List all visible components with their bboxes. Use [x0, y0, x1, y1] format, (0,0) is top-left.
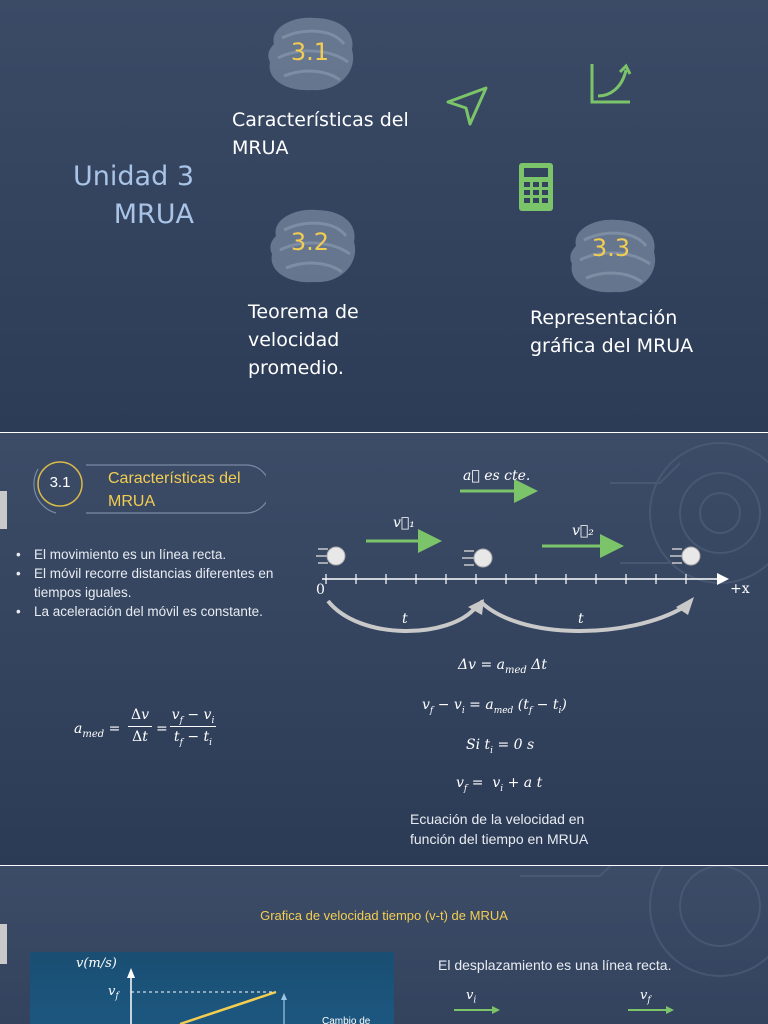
unit-title-line2: MRUA	[113, 199, 194, 230]
equation-caption: Ecuación de la velocidad en función del …	[410, 809, 588, 849]
caption-line2: función del tiempo en MRUA	[410, 831, 589, 847]
velocity-arrows	[454, 1006, 674, 1014]
vt-graph	[127, 968, 287, 1024]
initial-time-equation: Si ti = 0 s	[466, 737, 535, 756]
vt-graph-panel: v(m/s) vf Cambio de	[30, 952, 394, 1024]
vi-arrow-label: vi	[466, 988, 477, 1006]
section-title-line2: MRUA	[108, 493, 156, 510]
item-3-2-line1: Teorema de	[248, 301, 359, 323]
item-3-2-line2: velocidad	[248, 329, 340, 351]
delta-v-equation: Δv = amed Δt	[458, 657, 547, 676]
vf-arrow-label: vf	[640, 988, 651, 1006]
displacement-text: El desplazamiento es una línea recta.	[438, 957, 672, 973]
section-badge-number: 3.1	[49, 474, 71, 491]
ball-3	[670, 546, 701, 566]
final-velocity-equation: vf = vi + a t	[456, 775, 543, 794]
characteristics-slide: 3.1 Características del MRUA El movimien…	[0, 433, 768, 865]
ball-2	[462, 548, 493, 568]
change-label: Cambio de	[322, 1016, 371, 1024]
vf-axis-label: vf	[108, 984, 119, 1002]
number-blob-3-2	[270, 209, 356, 283]
axis-ticks	[325, 574, 687, 584]
item-number-3-1: 3.1	[290, 38, 330, 66]
item-3-3-line1: Representación	[530, 307, 678, 329]
item-3-3-line2: gráfica del MRUA	[530, 335, 694, 357]
growth-chart-icon	[590, 63, 632, 104]
item-text-3-3[interactable]: Representación gráfica del MRUA	[530, 304, 693, 360]
title-badge-outline	[33, 461, 266, 514]
bullet-item: La aceleración del móvil es constante.	[16, 602, 306, 621]
calculator-icon	[519, 163, 553, 211]
graph-slide-title: Grafica de velocidad tiempo (v-t) de MRU…	[260, 908, 508, 923]
unit-title: Unidad 3 MRUA	[40, 158, 194, 234]
number-blob-3-1	[268, 17, 354, 91]
bullet-item: El móvil recorre distancias diferentes e…	[16, 564, 306, 602]
velocity-difference-equation: vf − vi = amed (tf − ti)	[422, 697, 567, 716]
time-label-2: t	[578, 611, 584, 627]
item-3-2-line3: promedio.	[248, 357, 344, 379]
number-blob-3-3	[570, 219, 656, 293]
left-accent-bar	[0, 491, 7, 529]
time-arc-2	[478, 599, 686, 633]
send-arrow-icon	[446, 86, 488, 126]
bullet-item: El movimiento es un línea recta.	[16, 545, 306, 564]
time-arc-1	[326, 599, 478, 633]
motion-diagram	[316, 479, 729, 633]
acceleration-label: a⃗ es cte.	[463, 468, 531, 484]
item-number-3-3: 3.3	[591, 234, 631, 262]
characteristics-list: El movimiento es un línea recta. El móvi…	[16, 545, 306, 621]
section-title-line1: Características del	[108, 470, 241, 487]
y-axis-label: v(m/s)	[76, 956, 117, 971]
axis-direction-label: +x	[730, 581, 750, 597]
item-3-1-line1: Características del	[232, 109, 409, 131]
time-label-1: t	[402, 611, 408, 627]
origin-label: 0	[316, 582, 325, 598]
item-text-3-1[interactable]: Características del MRUA	[232, 106, 409, 162]
item-text-3-2[interactable]: Teorema de velocidad promedio.	[248, 298, 359, 382]
item-3-1-line2: MRUA	[232, 137, 289, 159]
agenda-slide: Unidad 3 MRUA 3.1 Características del MR…	[0, 0, 768, 432]
caption-line1: Ecuación de la velocidad en	[410, 811, 585, 827]
v1-label: v⃗₁	[393, 515, 415, 531]
left-accent-bar	[0, 924, 7, 964]
vt-graph-slide: Grafica de velocidad tiempo (v-t) de MRU…	[0, 866, 768, 1024]
velocity-line	[179, 990, 277, 1024]
section-title: Características del MRUA	[108, 467, 241, 513]
decorative-circles	[520, 866, 768, 977]
ball-1	[316, 546, 346, 566]
item-number-3-2: 3.2	[290, 228, 330, 256]
v2-label: v⃗₂	[572, 523, 594, 539]
unit-title-line1: Unidad 3	[73, 161, 194, 192]
